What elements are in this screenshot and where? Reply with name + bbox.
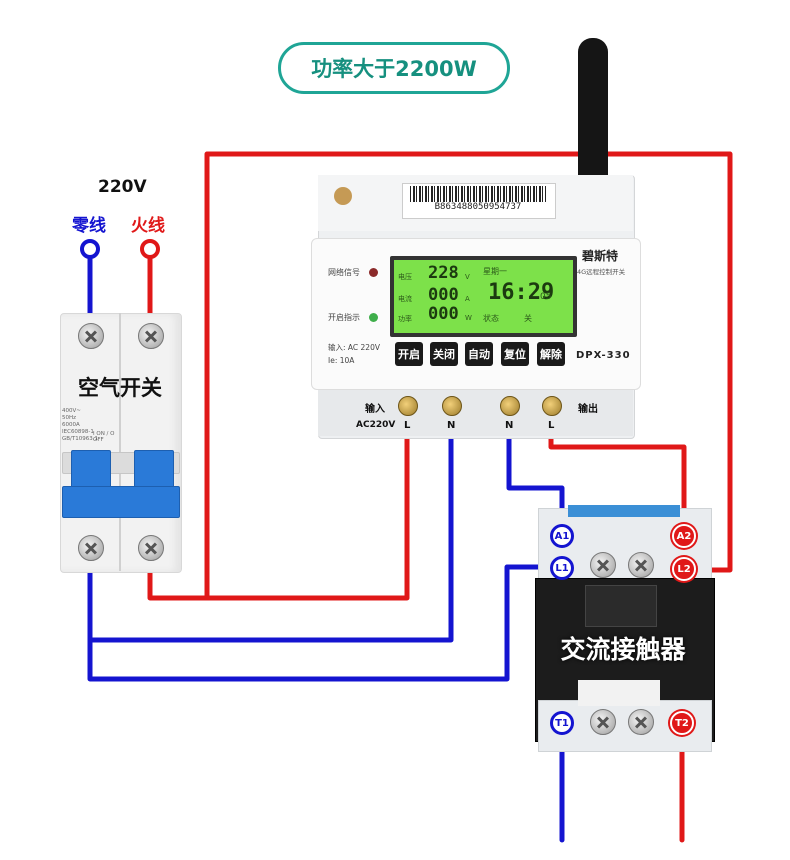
power-led [369, 313, 378, 322]
terminal-badge-L1: L1 [550, 556, 574, 580]
lcd-current-unit: A [465, 295, 470, 303]
contactor-test-window [578, 680, 660, 706]
terminal-label-1: L [404, 420, 411, 431]
terminal-label-3: N [505, 420, 514, 431]
button-release[interactable]: 解除 [537, 342, 565, 366]
contactor-screw-top-right [628, 552, 654, 578]
page-title: 功率大于2200W [278, 42, 510, 94]
input-terminal-label: 输入 [365, 404, 385, 415]
contactor-screw-bottom-right [628, 709, 654, 735]
lcd-row2-label: 电流 [398, 295, 412, 303]
barcode-bars [410, 186, 546, 202]
breaker-label: 空气开关 [78, 376, 162, 400]
lcd-power: 000 [428, 304, 459, 324]
contactor-screw-bottom-left [590, 709, 616, 735]
lcd-power-unit: W [465, 314, 472, 322]
button-on[interactable]: 开启 [395, 342, 423, 366]
lcd-status-label: 状态 [483, 314, 499, 323]
brand-subtitle: 4G远程控制开关 [577, 268, 626, 276]
contactor-label: 交流接触器 [560, 635, 686, 664]
signal-led [369, 268, 378, 277]
terminal-badge-L2: L2 [672, 557, 696, 581]
signal-indicator-label: 网络信号 [328, 268, 360, 277]
lcd-row3-label: 功率 [398, 315, 412, 323]
terminal-output-L [542, 396, 562, 416]
breaker-top-screw-right [138, 323, 164, 349]
breaker-top-screw-left [78, 323, 104, 349]
power-indicator-label: 开启指示 [328, 313, 360, 322]
button-reset[interactable]: 复位 [501, 342, 529, 366]
breaker-toggle-bar[interactable] [62, 486, 180, 518]
model-number: DPX-330 [576, 350, 631, 361]
barcode-number: B863488050954737 [434, 202, 522, 212]
terminal-badge-T2: T2 [670, 711, 694, 735]
lcd-voltage: 228 [428, 263, 459, 283]
brand-name: 碧斯特 [582, 249, 619, 263]
neutral-supply-terminal [80, 239, 100, 259]
neutral-wire-loop-to-L1 [87, 564, 563, 682]
terminal-badge-T1: T1 [550, 711, 574, 735]
antenna [578, 38, 608, 188]
ac-label: AC220V [356, 420, 396, 430]
output-terminal-label: 输出 [578, 404, 598, 415]
breaker-spec: 400V~ 50Hz 6000A IEC60898-1 GB/T10963.1 [62, 408, 98, 442]
contactor-coil-strip [568, 505, 680, 517]
contactor-screw-top-left [590, 552, 616, 578]
neutral-wire-breaker-to-controller [87, 421, 454, 643]
breaker-toggle-left[interactable] [71, 450, 111, 490]
button-auto[interactable]: 自动 [465, 342, 493, 366]
input-rating: 输入: AC 220V [328, 343, 380, 352]
live-wire-breaker-to-controller [147, 421, 410, 601]
terminal-badge-A1: A1 [550, 524, 574, 548]
breaker-switch-text: I ON / O OFF [93, 431, 115, 443]
contactor-window [585, 585, 657, 627]
live-wire-loop-to-L2 [204, 151, 733, 601]
terminal-strip [318, 390, 633, 436]
terminal-input-N [442, 396, 462, 416]
lcd-current: 000 [428, 285, 459, 305]
terminal-label-4: L [548, 420, 555, 431]
button-off[interactable]: 关闭 [430, 342, 458, 366]
live-supply-terminal [140, 239, 160, 259]
supply-voltage-label: 220V [98, 177, 147, 197]
live-label: 火线 [131, 216, 165, 236]
neutral-label: 零线 [72, 216, 106, 236]
terminal-output-N [500, 396, 520, 416]
terminal-input-L [398, 396, 418, 416]
lcd-display [390, 256, 577, 337]
lcd-time: 16:29 [488, 280, 555, 305]
mount-hole-left [334, 187, 352, 205]
lcd-voltage-unit: V [465, 273, 470, 281]
lcd-row1-label: 电压 [398, 273, 412, 281]
current-rating: Ie: 10A [328, 356, 355, 365]
breaker-toggle-right[interactable] [134, 450, 174, 490]
breaker-bottom-screw-right [138, 535, 164, 561]
lcd-day: 星期一 [483, 267, 507, 276]
breaker-divider [119, 313, 121, 571]
air-breaker [60, 313, 182, 573]
terminal-badge-A2: A2 [672, 524, 696, 548]
terminal-label-2: N [447, 420, 456, 431]
breaker-bottom-screw-left [78, 535, 104, 561]
lcd-seconds: 05 [540, 292, 552, 302]
lcd-status-value: 关 [524, 314, 532, 323]
